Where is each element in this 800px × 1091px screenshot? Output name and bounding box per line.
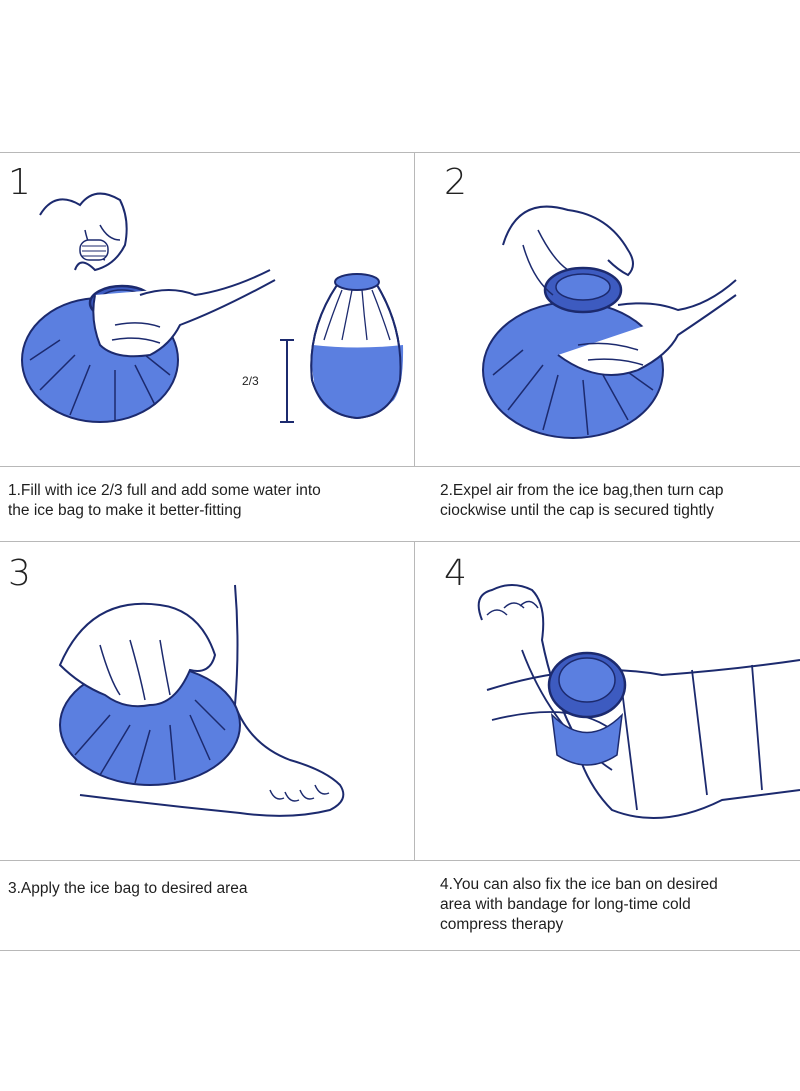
step-3-caption: 3.Apply the ice bag to desired area [8, 879, 408, 899]
step-4-caption: 4.You can also fix the ice ban on desire… [440, 875, 795, 935]
step-4-caption-line-3: compress therapy [440, 916, 564, 933]
step-4-caption-line-1: 4.You can also fix the ice ban on desire… [440, 876, 718, 893]
step-2-caption: 2.Expel air from the ice bag,then turn c… [440, 481, 795, 521]
step-1-number: 1 [8, 162, 31, 203]
step-2-caption-line-1: 2.Expel air from the ice bag,then turn c… [440, 482, 724, 499]
step-4-caption-line-2: area with bandage for long-time cold [440, 896, 691, 913]
step-1-hand-on-bag-illustration [20, 185, 280, 435]
divider-vertical-row2 [414, 541, 415, 860]
step-2-number: 2 [444, 162, 467, 203]
step-1-caption: 1.Fill with ice 2/3 full and add some wa… [8, 481, 408, 521]
divider-middle [0, 541, 800, 542]
divider-row2-image-bottom [0, 860, 800, 861]
divider-top [0, 152, 800, 153]
divider-bottom [0, 950, 800, 951]
step-2-caption-line-2: ciockwise until the cap is secured tight… [440, 502, 714, 519]
step-3-caption-line-1: 3.Apply the ice bag to desired area [8, 880, 248, 897]
step-1-caption-line-2: the ice bag to make it better-fitting [8, 502, 242, 519]
step-3-number: 3 [8, 553, 31, 594]
step-1-caption-line-1: 1.Fill with ice 2/3 full and add some wa… [8, 482, 321, 499]
step-2-twisting-cap-illustration [478, 185, 738, 445]
step-4-bandaged-foot-illustration [462, 580, 800, 850]
step-3-bag-on-foot-illustration [40, 584, 370, 835]
fill-ratio-label: 2/3 [242, 374, 259, 388]
step-1-filled-bag-illustration [272, 270, 422, 430]
step-4-number: 4 [444, 553, 467, 594]
divider-vertical-row1 [414, 152, 415, 466]
divider-row1-image-bottom [0, 466, 800, 467]
